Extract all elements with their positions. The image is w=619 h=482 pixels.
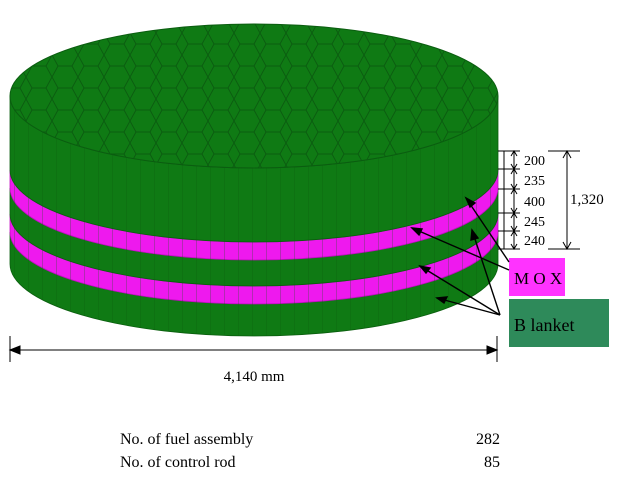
stat-row-control-rod: No. of control rod 85 [120, 451, 500, 474]
stat-row-fuel-assembly: No. of fuel assembly 282 [120, 428, 500, 451]
total-height-label: 1,320 [570, 192, 604, 208]
dim-label-245: 245 [524, 215, 545, 230]
core-top-face [9, 23, 499, 169]
layer-dimension-labels: 200 235 400 245 240 1,320 [524, 154, 604, 249]
dim-label-200: 200 [524, 154, 545, 169]
stat-label: No. of fuel assembly [120, 431, 254, 448]
blanket-callout: B lanket [509, 299, 609, 347]
dim-label-240: 240 [524, 234, 545, 249]
blanket-label: B lanket [514, 315, 575, 335]
reactor-core-diagram: 200 235 400 245 240 1,320 M O X B lanket… [8, 23, 609, 385]
diameter-label: 4,140 mm [224, 369, 285, 385]
dim-label-400: 400 [524, 195, 545, 210]
stat-value: 282 [476, 431, 500, 448]
stat-value: 85 [484, 454, 500, 471]
dim-label-235: 235 [524, 174, 545, 189]
core-statistics: No. of fuel assembly 282 No. of control … [120, 428, 500, 474]
mox-label: M O X [514, 269, 562, 288]
diameter-dimension [8, 336, 499, 362]
stat-label: No. of control rod [120, 454, 236, 471]
layer-dimensions [498, 149, 580, 251]
top-face-hex-grid [9, 23, 499, 169]
mox-callout: M O X [509, 258, 565, 296]
leader-lines [410, 196, 510, 316]
